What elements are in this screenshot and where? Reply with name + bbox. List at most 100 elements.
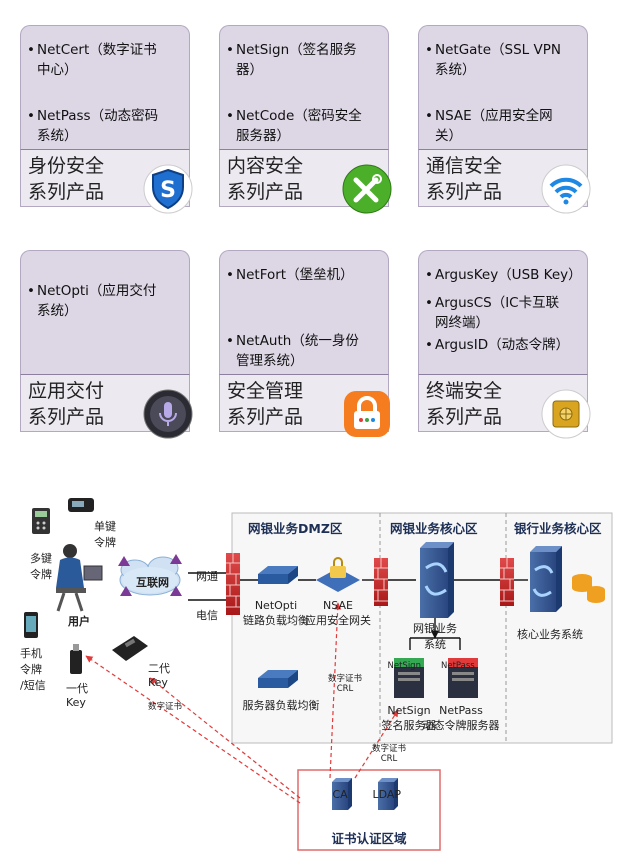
product-bullet-text: NetSign（签名服务	[236, 42, 357, 58]
product-category: 内容安全系列产品	[227, 153, 303, 205]
product-bullet: •NetCode（密码安全服务器）	[226, 106, 384, 146]
product-bullet-text: 中心）	[37, 62, 78, 78]
label-netcom: 网通	[196, 570, 218, 583]
product-bullet: •NetFort（堡垒机）	[226, 265, 384, 285]
product-bullet-text: NetPass（动态密码	[37, 108, 159, 124]
label-single-token: 单键令牌	[94, 520, 116, 549]
ca-zone-box	[297, 769, 441, 851]
product-bullet: •ArgusKey（USB Key）	[425, 265, 583, 285]
product-category: 安全管理系列产品	[227, 378, 303, 430]
label-user: 用户	[68, 615, 90, 628]
network-diagram	[24, 498, 613, 851]
usb-key-1-icon	[70, 644, 82, 674]
product-bullet-text: ArgusCS（IC卡互联	[435, 295, 560, 311]
label-netsign-box: NetSign	[387, 661, 421, 671]
bullet-dot: •	[425, 267, 433, 283]
product-category-line: 系列产品	[426, 406, 503, 428]
mobile-phone-icon	[24, 612, 38, 638]
router-icons	[118, 554, 182, 596]
bullet-dot: •	[226, 333, 234, 349]
product-bullet: •NetCert（数字证书中心）	[27, 40, 185, 80]
nsae-gateway-icon	[316, 557, 360, 592]
product-category-line: 系列产品	[227, 181, 304, 203]
network-links	[188, 572, 528, 650]
product-bullet-text: 关）	[435, 128, 462, 144]
netpass-server-icon	[448, 658, 478, 698]
bullet-dot: •	[226, 267, 234, 283]
label-ca: CA	[332, 788, 348, 801]
product-category-line: 终端安全	[426, 380, 503, 402]
lock-icon	[342, 389, 392, 439]
bullet-dot: •	[27, 283, 35, 299]
product-category-line: 系列产品	[28, 406, 105, 428]
internet-cloud-icon	[119, 556, 181, 596]
product-bullet: •NetPass（动态密码系统）	[27, 106, 185, 146]
product-bullet-text: 服务器）	[236, 128, 290, 144]
product-bullet-text: 网终端）	[435, 315, 489, 331]
label-ldap: LDAP	[372, 788, 402, 801]
product-bullet-text: ArgusID（动态令牌）	[435, 337, 570, 353]
product-card: •NetSign（签名服务器）•NetCode（密码安全服务器）内容安全系列产品	[219, 25, 392, 214]
label-ebank-sys: 网银业务系统	[413, 622, 457, 651]
product-category-line: 系列产品	[28, 181, 105, 203]
bullet-dot: •	[425, 42, 433, 58]
ldap-server-icon	[378, 778, 398, 810]
core-system-icon	[530, 546, 562, 612]
product-bullet-text: NetOpti（应用交付	[37, 283, 157, 299]
product-category-line: 内容安全	[227, 155, 304, 177]
bullet-dot: •	[425, 108, 433, 124]
product-bullet-text: NetFort（堡垒机）	[236, 267, 354, 283]
product-bullet: •NetAuth（统一身份管理系统）	[226, 331, 384, 371]
svg-text:S: S	[160, 178, 176, 203]
product-card: •ArgusKey（USB Key）•ArgusCS（IC卡互联网终端）•Arg…	[418, 250, 591, 439]
product-category-line: 应用交付	[28, 380, 105, 402]
firewall-2	[374, 558, 388, 606]
microphone-icon	[143, 389, 193, 439]
safe-icon	[541, 389, 591, 439]
label-netpass-box: NetPass	[441, 661, 475, 671]
bullet-dot: •	[226, 42, 234, 58]
product-bullet: •ArgusCS（IC卡互联网终端）	[425, 293, 583, 333]
card-products-panel: •NetOpti（应用交付系统）	[20, 250, 190, 375]
s-shield-icon: S	[143, 164, 193, 214]
product-card: •NetOpti（应用交付系统）应用交付系列产品	[20, 250, 193, 439]
tools-icon	[342, 164, 392, 214]
usb-key-2-icon	[112, 636, 148, 661]
product-category-line: 身份安全	[28, 155, 105, 177]
product-category-line: 系列产品	[426, 181, 503, 203]
single-key-token-icon	[68, 498, 94, 512]
label-phone: 手机令牌/短信	[20, 647, 46, 692]
product-card: •NetCert（数字证书中心）•NetPass（动态密码系统）身份安全系列产品…	[20, 25, 193, 214]
label-internet: 互联网	[136, 576, 169, 589]
card-products-panel: •NetFort（堡垒机）•NetAuth（统一身份管理系统）	[219, 250, 389, 375]
product-category-line: 系列产品	[227, 406, 304, 428]
zone-title-bank: 银行业务核心区	[514, 521, 602, 536]
card-products-panel: •NetSign（签名服务器）•NetCode（密码安全服务器）	[219, 25, 389, 150]
card-products-panel: •NetCert（数字证书中心）•NetPass（动态密码系统）	[20, 25, 190, 150]
product-category: 通信安全系列产品	[426, 153, 502, 205]
product-category-line: 通信安全	[426, 155, 503, 177]
ebank-system-icon	[420, 542, 454, 618]
netsign-server-icon	[394, 658, 424, 698]
product-bullet-text: NetCode（密码安全	[236, 108, 362, 124]
bullet-dot: •	[27, 108, 35, 124]
cert-links	[85, 602, 399, 804]
label-server-lb: 服务器负载均衡	[242, 699, 320, 712]
product-category-line: 安全管理	[227, 380, 304, 402]
zone-title-ca: 证书认证区域	[331, 831, 407, 846]
product-category: 身份安全系列产品	[28, 153, 104, 205]
product-bullet-text: NetCert（数字证书	[37, 42, 157, 58]
product-bullet: •ArgusID（动态令牌）	[425, 335, 583, 355]
product-bullet: •NSAE（应用安全网关）	[425, 106, 583, 146]
product-category: 应用交付系列产品	[28, 378, 104, 430]
bullet-dot: •	[27, 42, 35, 58]
